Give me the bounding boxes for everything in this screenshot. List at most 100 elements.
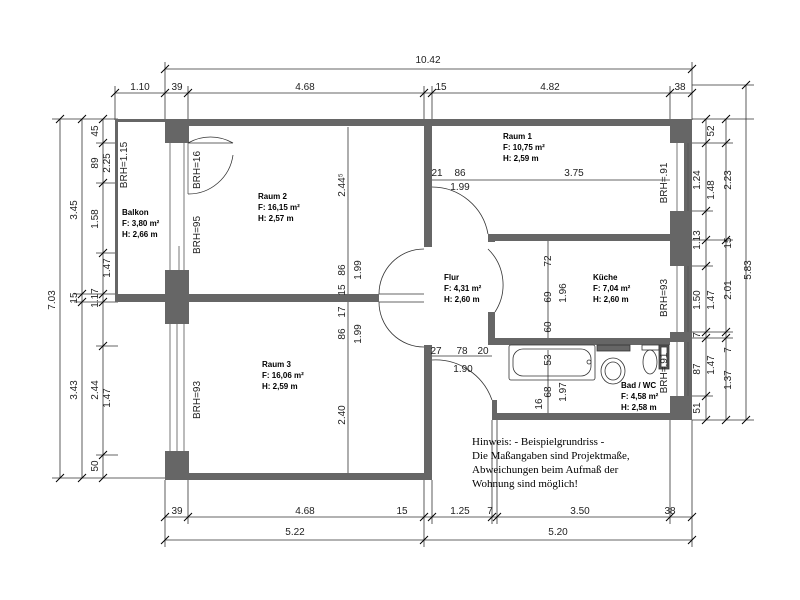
dim-bottom-overall: 5.22: [285, 527, 305, 538]
dim-left-mid: 3.43: [69, 380, 80, 400]
room-name: Flur: [444, 273, 459, 282]
dim-top: 39: [171, 82, 183, 93]
note-line: Abweichungen beim Aufmaß der: [472, 464, 619, 476]
dim-interior: 20: [477, 346, 489, 357]
room-area: F: 4,31 m²: [444, 284, 482, 293]
dim-interior: 1.90: [453, 364, 473, 375]
dim-right-mid: 2.23: [723, 170, 734, 190]
dim-labels-bottom: 39 4.68 15 1.25 7 3.50 38 5.22 5.20: [171, 506, 676, 538]
dim-interior: 16: [534, 398, 545, 410]
dim-bottom: 4.68: [295, 506, 315, 517]
dim-left-mid: 3.45: [69, 200, 80, 220]
dim-right-mid: 1.37: [723, 370, 734, 390]
room-name: Bad / WC: [621, 381, 656, 390]
disclaimer-note: Hinweis: - Beispielgrundriss - Die Maßan…: [472, 436, 630, 490]
dim-right-inner2: 1.13: [692, 230, 703, 250]
dim-left-inner2: 1.47: [102, 388, 113, 408]
dim-left-inner: 2.44: [90, 380, 101, 400]
doors: [187, 136, 504, 401]
room-height: H: 2,60 m: [593, 295, 629, 304]
dim-bottom: 7: [487, 506, 493, 517]
dim-left-inner: 1.58: [90, 209, 101, 229]
dim-interior: 72: [543, 255, 554, 267]
dim-bottom: 3.50: [570, 506, 590, 517]
room-area: F: 4,58 m²: [621, 392, 659, 401]
dim-right-inner: 1.48: [706, 180, 717, 200]
dim-bottom: 39: [171, 506, 183, 517]
room-area: F: 10,75 m²: [503, 143, 545, 152]
dim-interior: 68: [543, 386, 554, 398]
room-flur: Flur F: 4,31 m² H: 2,60 m: [444, 273, 482, 304]
dim-right-inner2: 87: [692, 363, 703, 375]
dim-interior: 86: [337, 328, 348, 340]
note-line: Hinweis: - Beispielgrundriss -: [472, 436, 605, 448]
dim-top: 38: [674, 82, 686, 93]
dim-left-inner: 89: [90, 157, 101, 169]
room-height: H: 2,66 m: [122, 230, 158, 239]
dim-bottom-overall: 5.20: [548, 527, 568, 538]
dim-interior: 86: [454, 168, 466, 179]
dim-top-overall: 10.42: [415, 55, 440, 66]
room-area: F: 16,15 m²: [258, 203, 300, 212]
room-balkon: Balkon F: 3,80 m² H: 2,66 m: [122, 208, 160, 239]
brh-label: BRH=.91: [659, 162, 670, 203]
bath-fixtures: [508, 344, 670, 385]
windows: [169, 143, 689, 451]
brh-label: BRH=1.15: [119, 141, 130, 188]
dim-right-inner: 1.47: [706, 355, 717, 375]
room-raum-2: Raum 2 F: 16,15 m² H: 2,57 m: [258, 192, 300, 223]
dim-interior: 78: [456, 346, 468, 357]
note-line: Wohnung sind möglich!: [472, 478, 578, 490]
brh-label: BRH=93: [192, 381, 203, 420]
dim-labels-left: 7.03 3.45 15 3.43 45 89 1.58 1.17 2.44 5…: [47, 125, 113, 472]
dim-right-inner: 1.47: [706, 290, 717, 310]
dim-interior: 2.40: [337, 405, 348, 425]
dim-right-outer: 5.83: [743, 260, 754, 280]
sink-icon: [600, 357, 626, 385]
room-raum-1: Raum 1 F: 10,75 m² H: 2,59 m: [503, 132, 545, 163]
dim-interior: 53: [543, 354, 554, 366]
dim-labels-interior: 2.44⁵ 86 1.99 15 17 86 1.99 2.40 21 86 3…: [337, 168, 584, 425]
dim-interior: 1.97: [558, 382, 569, 402]
room-height: H: 2,59 m: [503, 154, 539, 163]
room-area: F: 3,80 m²: [122, 219, 160, 228]
dim-left-inner: 1.17: [90, 288, 101, 308]
room-raum-3: Raum 3 F: 16,06 m² H: 2,59 m: [262, 360, 304, 391]
dim-labels-top: 10.42 1.10 39 4.68 15 4.82 38: [130, 55, 686, 93]
dim-interior: 2.44⁵: [337, 173, 348, 197]
room-height: H: 2,59 m: [262, 382, 298, 391]
dimension-ticks: [55, 64, 751, 545]
room-area: F: 7,04 m²: [593, 284, 631, 293]
brh-label: BRH=93: [659, 279, 670, 318]
dim-top: 1.10: [130, 82, 150, 93]
dim-right-inner: 52: [706, 125, 717, 137]
brh-labels: BRH=1.15 BRH=16 BRH=95 BRH=93 BRH=.91 BR…: [119, 141, 670, 419]
dim-top: 4.68: [295, 82, 315, 93]
room-name: Raum 3: [262, 360, 291, 369]
dim-interior: 1.96: [558, 283, 569, 303]
dim-bottom: 15: [396, 506, 408, 517]
room-kueche: Küche F: 7,04 m² H: 2,60 m: [593, 273, 631, 304]
bathtub-icon: [508, 344, 596, 381]
room-name: Raum 2: [258, 192, 287, 201]
room-name: Küche: [593, 273, 618, 282]
dim-interior: 1.99: [353, 260, 364, 280]
room-name: Balkon: [122, 208, 149, 217]
dim-interior: 17: [337, 306, 348, 318]
room-name: Raum 1: [503, 132, 532, 141]
dim-left-mid: 15: [69, 292, 80, 304]
dim-right-inner2: 1.24: [692, 170, 703, 190]
room-height: H: 2,57 m: [258, 214, 294, 223]
dim-right-inner2: 7: [692, 332, 703, 338]
dim-top: 4.82: [540, 82, 560, 93]
dim-interior: 15: [337, 284, 348, 296]
room-bad-wc: Bad / WC F: 4,58 m² H: 2,58 m: [621, 381, 659, 412]
dim-interior: 86: [337, 264, 348, 276]
dim-interior: 60: [543, 321, 554, 333]
dim-left-inner2: 1.47: [102, 258, 113, 278]
room-height: H: 2,60 m: [444, 295, 480, 304]
dim-right-mid: 15: [723, 237, 734, 249]
dim-interior: 1.99: [450, 182, 470, 193]
